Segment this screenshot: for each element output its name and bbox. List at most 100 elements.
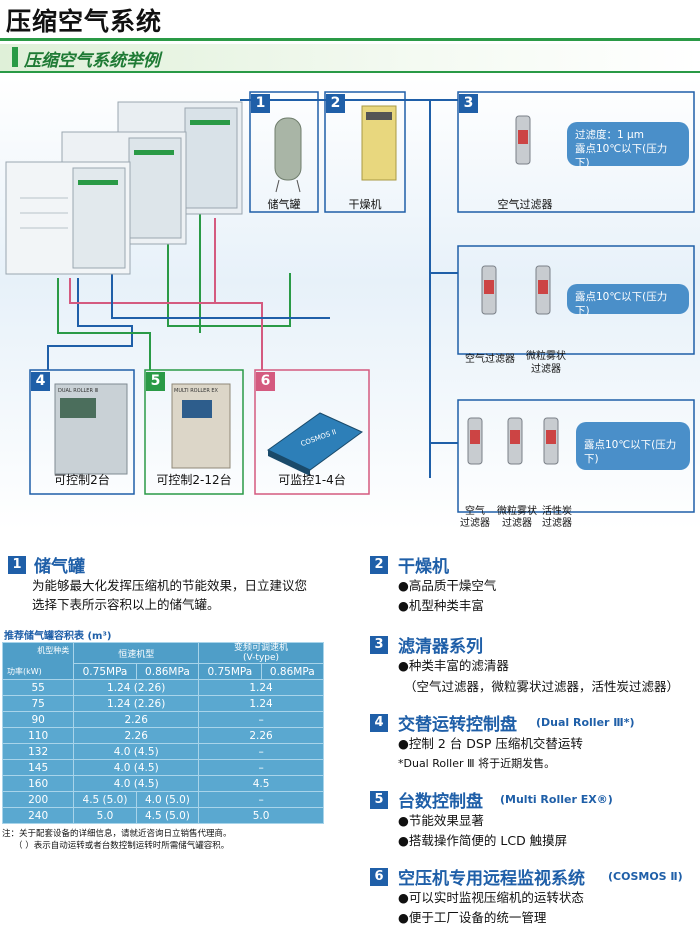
table-title: 推荐储气罐容积表 (m³) xyxy=(4,631,112,642)
fixed-cell: 2.26 xyxy=(73,711,200,728)
item-5-number: 5 xyxy=(146,372,165,391)
kw-cell: 160 xyxy=(1,775,75,792)
controller-4: 可控制2台 xyxy=(30,370,134,494)
group-fixed: 恒速机型 xyxy=(73,642,200,664)
section-5-bullet-2: ●搭载操作简便的 LCD 触摸屏 xyxy=(398,833,568,848)
compressor-front xyxy=(5,161,131,275)
vtype-cell: – xyxy=(198,791,324,808)
callout-3-text: 露点10℃以下(压力下) xyxy=(584,439,677,465)
controller-6: 可监控1-4台 xyxy=(255,370,369,494)
row3-filter-a-label: 空气 过滤器 xyxy=(455,506,495,530)
callout-1: 过滤度：1 μm 露点10℃以下(压力下) xyxy=(567,122,689,169)
item-2-number: 2 xyxy=(326,94,345,113)
kw-cell: 145 xyxy=(1,759,75,776)
row2-filter-b-label-2: 过滤器 xyxy=(531,364,561,375)
banner-title: 压缩空气系统举例 xyxy=(24,51,160,71)
row2-filter-a-label: 空气过滤器 xyxy=(465,354,515,365)
dryer-illustration xyxy=(361,105,397,181)
piping-lines xyxy=(5,91,695,513)
row3-filter-c-label: 活性炭 过滤器 xyxy=(537,506,577,530)
item-1-label: 储气罐 xyxy=(267,198,301,211)
table-corner: 机型种类 功率(kW) xyxy=(1,642,75,680)
title-divider xyxy=(0,38,700,41)
kw-cell: 132 xyxy=(1,743,75,760)
fixed-cell: 1.24 (2.26) xyxy=(73,679,200,696)
pressure-header: 0.75MPa xyxy=(198,663,262,680)
table-note-2: （ ）表示自动运转或者台数控制运转时所需储气罐容积。 xyxy=(14,841,230,851)
controller-5: 可控制2-12台 xyxy=(145,370,243,494)
fixed-cell: 4.0 (4.5) xyxy=(73,743,200,760)
multi-roller-device-text: MULTI ROLLER EX xyxy=(174,388,218,394)
vtype-cell: – xyxy=(198,711,324,728)
section-5-bullet-1: ●节能效果显著 xyxy=(398,813,484,828)
banner-accent xyxy=(12,47,18,67)
vtype-cell: – xyxy=(198,743,324,760)
section-6-title: 空压机专用远程监视系统 xyxy=(398,869,585,889)
pressure-header: 0.86MPa xyxy=(260,663,325,680)
pressure-header: 0.86MPa xyxy=(135,663,200,680)
section-3-bullet-2: （空气过滤器，微粒雾状过滤器，活性炭过滤器） xyxy=(404,679,680,694)
vtype-cell: 1.24 xyxy=(198,695,324,712)
section-5-subtitle: (Multi Roller EX®) xyxy=(500,793,613,806)
callout-1-line1: 过滤度：1 μm xyxy=(575,129,644,141)
section-2-bullet-2: ●机型种类丰富 xyxy=(398,598,484,613)
item-4-number: 4 xyxy=(31,372,50,391)
vtype-cell: 5.0 xyxy=(198,807,324,824)
item-2-label: 干燥机 xyxy=(348,198,382,211)
section-3-number: 3 xyxy=(370,636,388,654)
section-6-bullet-1: ●可以实时监视压缩机的运转状态 xyxy=(398,890,584,905)
callout-3: 露点10℃以下(压力下) xyxy=(576,422,690,470)
item-3-number: 3 xyxy=(459,94,478,113)
row3-filter-c-label-2: 过滤器 xyxy=(542,518,572,529)
system-diagram: 1 储气罐 2 干燥机 3 空气过滤器 过滤度：1 μm 露点10℃以下(压力下… xyxy=(0,78,700,530)
section-4-note: *Dual Roller Ⅲ 将于近期发售。 xyxy=(398,757,556,770)
row2-filter-b-label-1: 微粒雾状 xyxy=(526,351,566,362)
fixed-cell: 4.0 (5.0) xyxy=(135,791,200,808)
fixed-cell: 4.5 (5.0) xyxy=(135,807,200,824)
section-4-subtitle: (Dual Roller Ⅲ*) xyxy=(536,716,635,729)
banner: 压缩空气系统举例 xyxy=(0,44,700,73)
air-tank-illustration xyxy=(274,117,302,193)
row3-filter-a-label-2: 过滤器 xyxy=(460,518,490,529)
fixed-cell: 5.0 xyxy=(73,807,137,824)
row3-filter-c-label-1: 活性炭 xyxy=(542,506,572,517)
callout-1-line2: 露点10℃以下(压力下) xyxy=(575,143,668,169)
section-4-number: 4 xyxy=(370,714,388,732)
kw-cell: 90 xyxy=(1,711,75,728)
fixed-cell: 4.0 (4.5) xyxy=(73,759,200,776)
controller-4-caption: 可控制2台 xyxy=(54,473,110,487)
kw-cell: 55 xyxy=(1,679,75,696)
controller-6-caption: 可监控1-4台 xyxy=(278,473,346,487)
section-6-bullet-2: ●便于工厂设备的统一管理 xyxy=(398,910,547,925)
item-6-number: 6 xyxy=(256,372,275,391)
vtype-cell: 4.5 xyxy=(198,775,324,792)
section-4-title: 交替运转控制盘 xyxy=(398,715,517,735)
item-1-number: 1 xyxy=(251,94,270,113)
corner-bottom: 功率(kW) xyxy=(7,667,42,676)
section-5-number: 5 xyxy=(370,791,388,809)
kw-cell: 240 xyxy=(1,807,75,824)
dual-roller-device-text: DUAL ROLLER Ⅲ xyxy=(58,388,98,394)
section-2-number: 2 xyxy=(370,556,388,574)
row2-filter-b-label: 微粒雾状 过滤器 xyxy=(518,350,574,376)
fixed-cell: 2.26 xyxy=(73,727,200,744)
group-vtype: 变频可调速机 (V-type) xyxy=(198,642,324,664)
section-1-title: 储气罐 xyxy=(34,557,85,577)
callout-2: 露点10℃以下(压力下) xyxy=(567,284,689,317)
vtype-cell: 2.26 xyxy=(198,727,324,744)
page-title: 压缩空气系统 xyxy=(6,7,163,36)
vtype-cell: 1.24 xyxy=(198,679,324,696)
filter-label: 空气过滤器 xyxy=(497,198,553,211)
fixed-cell: 4.5 (5.0) xyxy=(73,791,137,808)
kw-cell: 200 xyxy=(1,791,75,808)
section-6-subtitle: (COSMOS Ⅱ) xyxy=(608,870,683,883)
section-1-number: 1 xyxy=(8,556,26,574)
section-5-title: 台数控制盘 xyxy=(398,792,483,812)
controller-5-caption: 可控制2-12台 xyxy=(156,473,232,487)
